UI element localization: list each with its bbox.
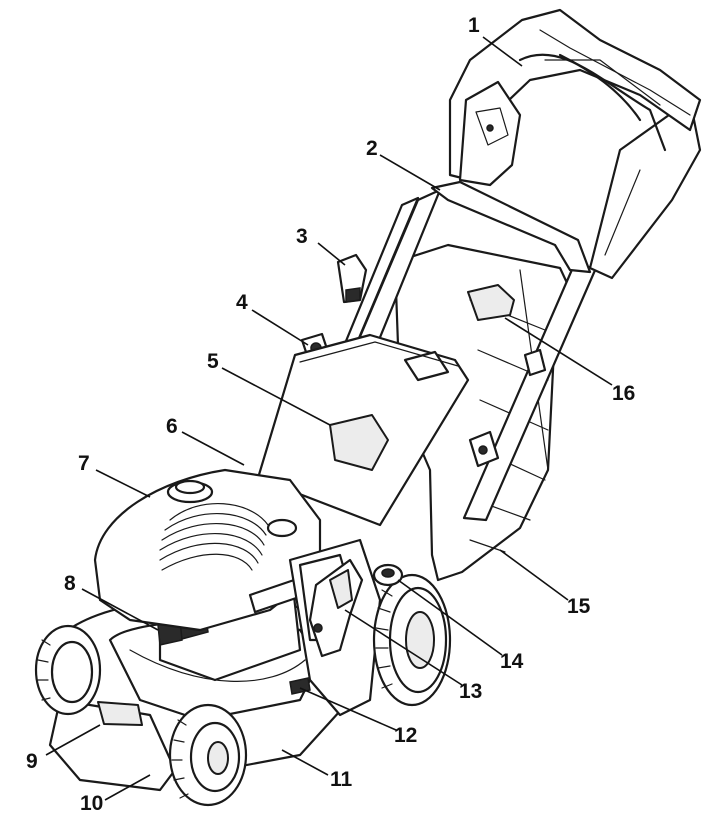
- callout-16: 16: [612, 382, 635, 405]
- front-right-wheel: [168, 703, 248, 807]
- callout-13: 13: [459, 680, 482, 703]
- callout-5: 5: [207, 350, 219, 373]
- callout-6: 6: [166, 415, 178, 438]
- engine: [93, 468, 322, 682]
- callout-7: 7: [78, 452, 90, 475]
- callout-15: 15: [567, 595, 591, 618]
- handle-top-loop: [448, 8, 702, 182]
- callout-labels: 1 2 3 4 5 6 7 8 9 10 11 12 13 14 15 16: [26, 14, 635, 815]
- bag-fill-indicator: [467, 284, 515, 321]
- callout-11: 11: [330, 768, 353, 791]
- leader-lines: [45, 36, 613, 801]
- front-label: [97, 701, 143, 726]
- callout-1: 1: [468, 14, 480, 37]
- rear-housing: [288, 538, 382, 717]
- callout-9: 9: [26, 750, 38, 773]
- front-bumper: [48, 698, 177, 792]
- callout-3: 3: [296, 225, 308, 248]
- bag-lid-handle: [329, 414, 389, 471]
- callout-10: 10: [80, 792, 103, 815]
- callout-8: 8: [64, 572, 76, 595]
- front-left-wheel: [34, 624, 102, 716]
- callout-2: 2: [366, 137, 378, 160]
- callout-14: 14: [500, 650, 524, 673]
- callout-12: 12: [394, 724, 417, 747]
- control-housing: [458, 80, 522, 187]
- rear-wheel: [372, 573, 452, 707]
- callout-4: 4: [236, 291, 248, 314]
